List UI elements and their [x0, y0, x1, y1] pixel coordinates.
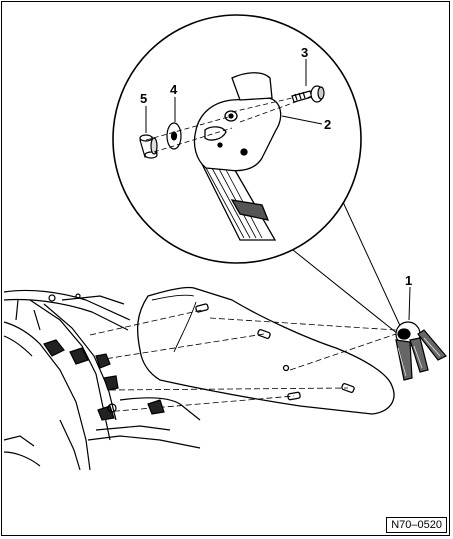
figure-code-label: N70–0520	[386, 517, 447, 533]
panel-mount-lines	[89, 309, 397, 413]
callout-1: 1	[405, 273, 413, 288]
assembly-lines	[145, 95, 313, 153]
vehicle-body-structure	[3, 289, 201, 471]
detail-magnifier	[112, 14, 403, 335]
bolt-part	[291, 85, 325, 103]
callout-4: 4	[170, 82, 178, 97]
callout-leaders	[145, 59, 411, 321]
seat-belt-part	[395, 321, 447, 381]
callout-3: 3	[301, 45, 309, 60]
spacer-sleeve-part	[139, 134, 158, 159]
pillar-trim-panel	[136, 286, 395, 415]
callout-2: 2	[324, 117, 332, 132]
washer-part	[166, 122, 182, 150]
belt-anchor-bracket	[193, 72, 282, 241]
callout-5: 5	[140, 91, 148, 106]
